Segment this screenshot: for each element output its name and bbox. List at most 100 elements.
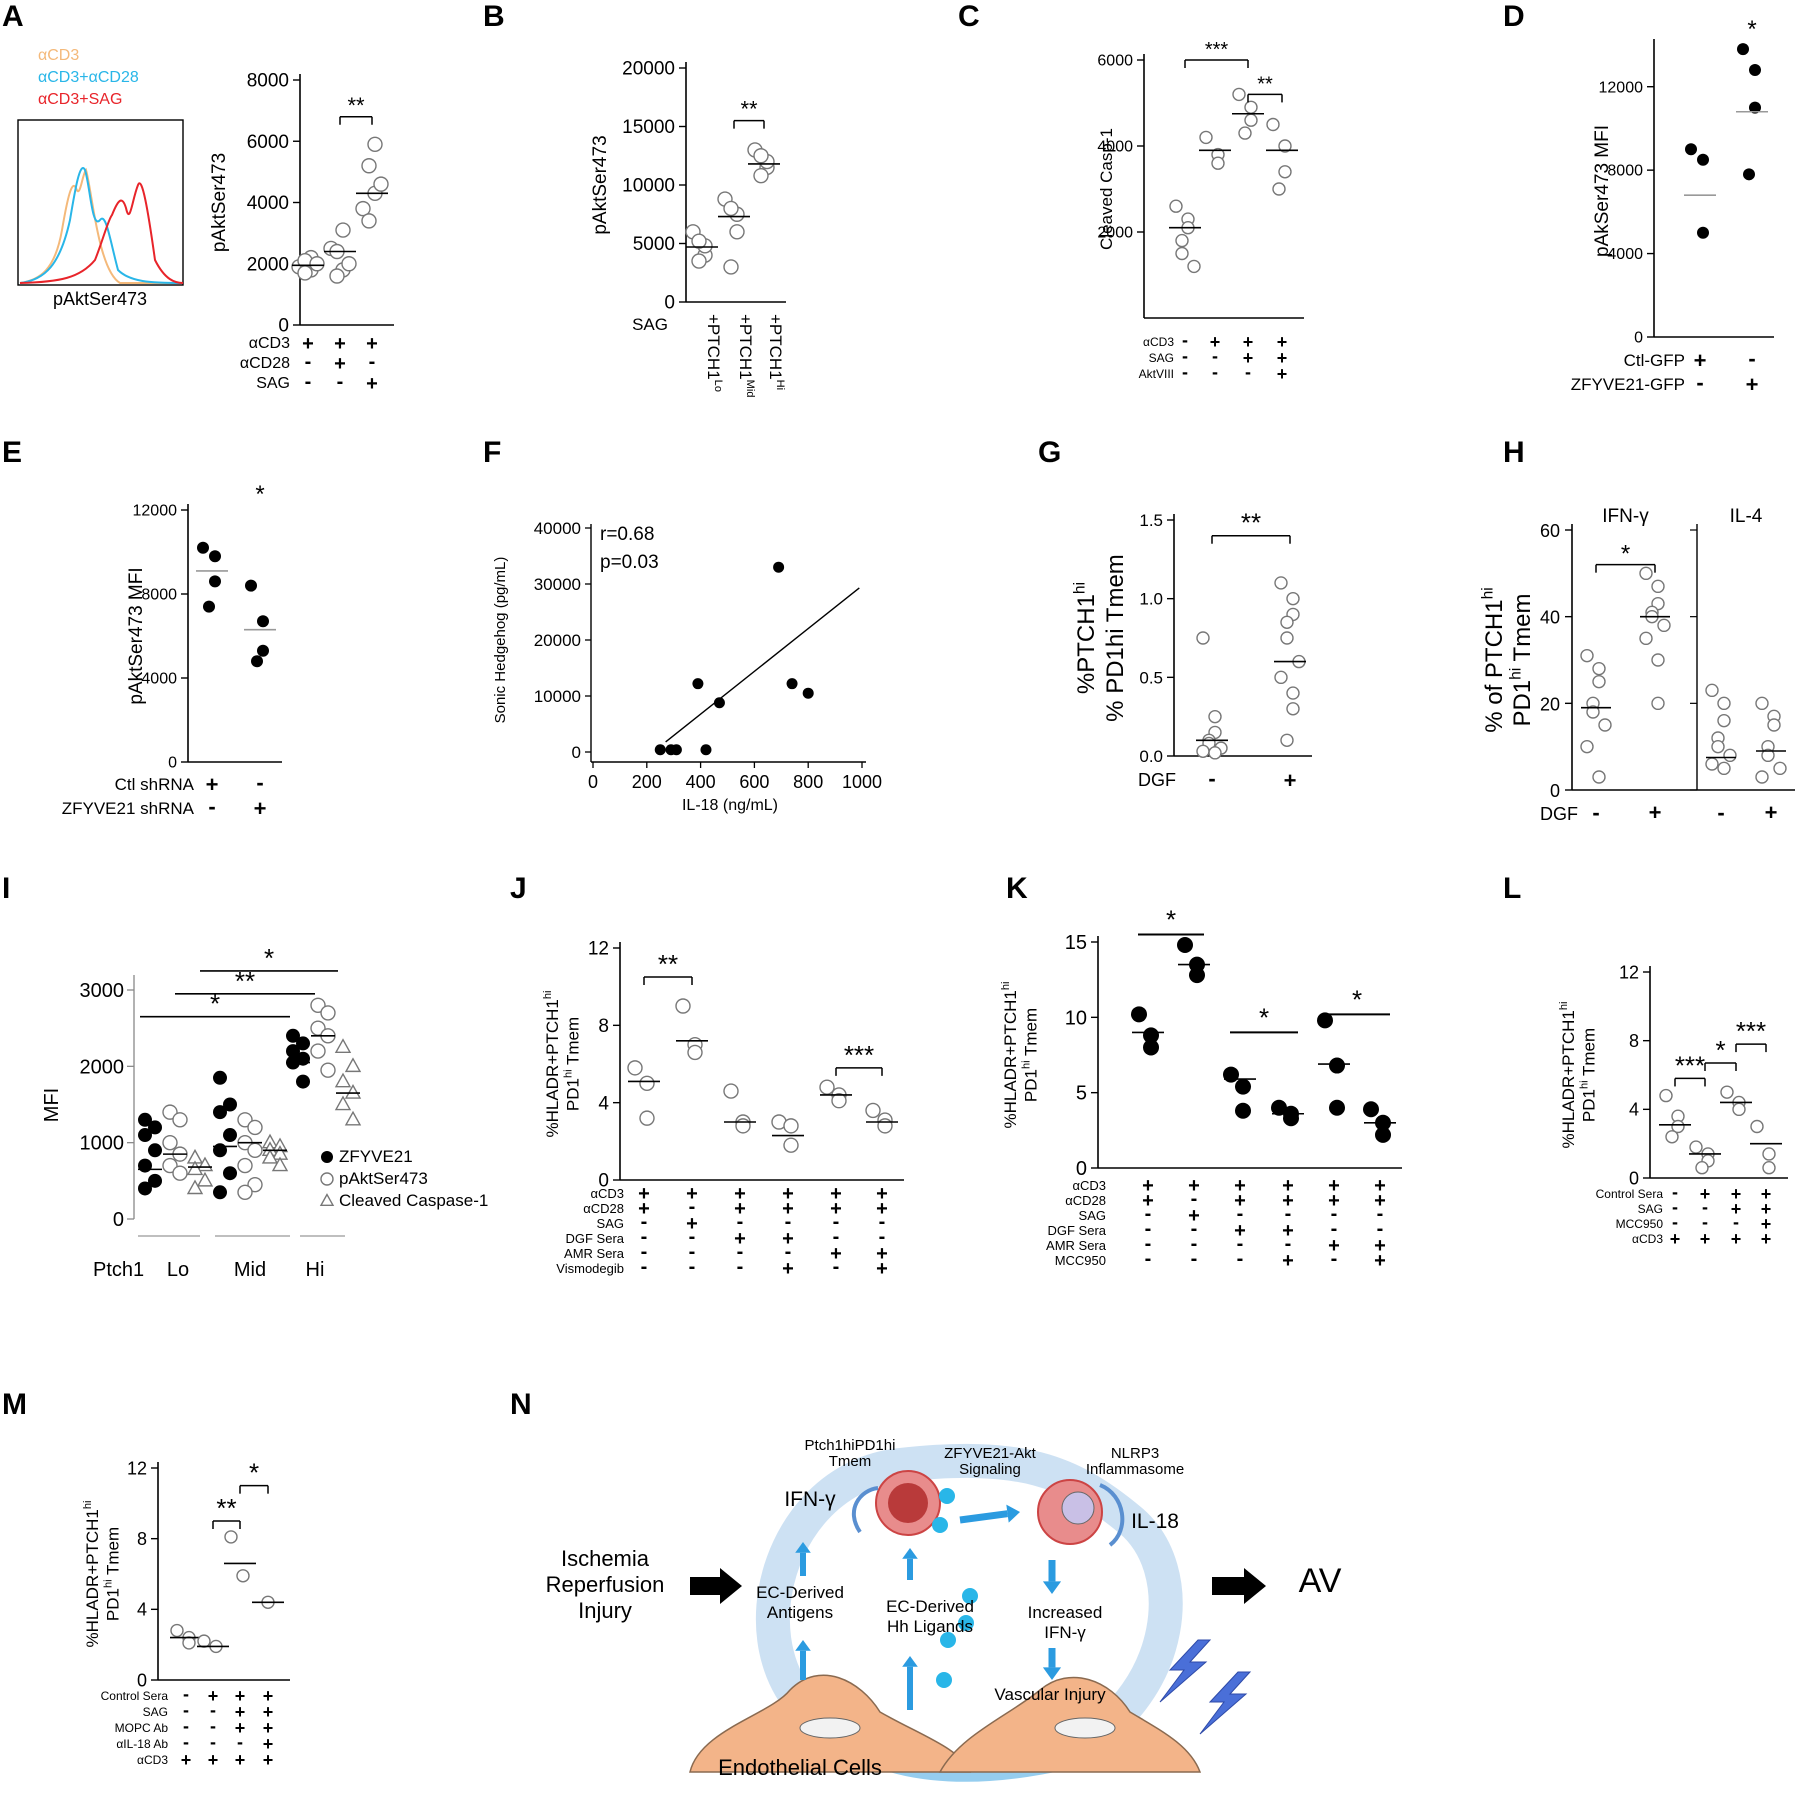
lightning-bolt-icon <box>1159 1639 1212 1703</box>
data-point-H <box>1651 579 1665 594</box>
condition-sign-M: + <box>263 1686 274 1706</box>
condition-label-L: αCD3 <box>1632 1232 1663 1246</box>
y-axis-label-top-L: %HLADR+PTCH1hi <box>1558 1001 1578 1148</box>
condition-sign-M: + <box>263 1702 274 1722</box>
data-point-H <box>1717 713 1731 728</box>
inflammasome-complex <box>1061 1491 1095 1525</box>
legend-entry-A: αCD3+αCD28 <box>38 69 139 86</box>
y-axis-label-bottom-J-rest: Tmem <box>563 1017 582 1070</box>
regression-line-F <box>665 587 860 743</box>
y-tick-label-K: 15 <box>1065 932 1087 954</box>
y-axis-label-bottom-L: PD1hi Tmem <box>1579 1028 1599 1122</box>
condition-sign-K: + <box>1142 1190 1154 1212</box>
sig-star-G: ** <box>1241 508 1261 538</box>
data-point-K <box>1235 1102 1251 1119</box>
panel-label-K: K <box>1006 872 1028 905</box>
condition-sign-K: + <box>1282 1175 1294 1197</box>
x-prefix-I: Ptch1 <box>93 1259 144 1281</box>
panel-label-G: G <box>1038 436 1061 469</box>
data-point-E <box>257 615 269 628</box>
condition-sign-A: + <box>334 353 346 375</box>
data-point-I <box>261 1148 279 1164</box>
y-tick-label-J: 8 <box>598 1016 609 1037</box>
tcell-label: Ptch1hiPD1hi <box>805 1437 896 1454</box>
data-point-F <box>670 744 682 756</box>
condition-label-L: Control Sera <box>1596 1187 1664 1201</box>
data-point-H <box>1592 770 1606 784</box>
condition-sign-M: + <box>235 1686 246 1706</box>
condition-sign-L: + <box>1731 1184 1742 1204</box>
condition-sign-J: - <box>737 1241 744 1263</box>
histogram-curve <box>19 182 184 284</box>
y-tick-label-B: 15000 <box>622 117 675 138</box>
data-point-I <box>247 1119 263 1136</box>
data-point-F <box>713 697 725 709</box>
data-point-A <box>329 268 345 284</box>
y-tick-label-L: 4 <box>1629 1100 1639 1120</box>
ec-antigens-label: EC-Derived <box>756 1583 844 1602</box>
hh-ligand-dot <box>940 1632 956 1648</box>
y-tick-label-I: 3000 <box>80 980 125 1002</box>
condition-sign-C: + <box>1210 332 1221 352</box>
data-point-K <box>1177 937 1193 954</box>
condition-label-C: SAG <box>1149 351 1174 365</box>
condition-label-H: DGF <box>1540 804 1578 824</box>
data-point-I <box>334 1038 352 1053</box>
data-point-I <box>334 1072 352 1088</box>
condition-label-D: ZFYVE21-GFP <box>1571 375 1685 394</box>
condition-sign-K: - <box>1331 1248 1338 1270</box>
sig-star-K: * <box>1352 984 1362 1014</box>
condition-label-K: αCD28 <box>1065 1193 1106 1208</box>
data-point-H <box>1773 761 1787 776</box>
condition-sign-C: - <box>1182 330 1188 350</box>
y-axis-label-bottom-G: % PD1hi Tmem <box>1102 554 1129 722</box>
condition-sign-J: + <box>876 1258 888 1280</box>
x-tick-label-F: 0 <box>588 772 598 792</box>
data-point-A <box>335 222 351 238</box>
y-tick-label-K: 0 <box>1076 1158 1087 1180</box>
panel-label-D: D <box>1503 0 1525 33</box>
data-point-F <box>654 744 666 756</box>
ec-hh-label: EC-Derived <box>886 1597 974 1616</box>
condition-sign-C: + <box>1277 332 1288 352</box>
y-axis-label-bottom-M-base: PD1 <box>103 1588 122 1621</box>
condition-sign-A: + <box>334 333 346 355</box>
condition-sign-K: + <box>1282 1190 1294 1212</box>
condition-sign-J: + <box>638 1183 650 1205</box>
data-point-I <box>286 1028 300 1043</box>
y-tick-label-F: 0 <box>572 743 581 762</box>
condition-sign-J: + <box>876 1243 888 1265</box>
condition-sign-M: + <box>263 1718 274 1738</box>
data-point-F <box>773 561 785 573</box>
stat-annotation-F: r=0.68 <box>600 524 654 545</box>
black-arrow-in <box>690 1568 742 1604</box>
data-point-K <box>1189 967 1205 984</box>
legend-entry-I: pAktSer473 <box>339 1169 428 1188</box>
data-point-I <box>148 1120 162 1135</box>
data-point-K <box>1329 1099 1345 1116</box>
data-point-I <box>223 1097 237 1112</box>
hh-ligand-dot <box>932 1517 948 1533</box>
data-point-K <box>1329 1057 1345 1074</box>
group-label-B: +PTCH1Hi <box>766 314 786 390</box>
y-axis-label-top-L-base: %HLADR+PTCH1 <box>1559 1010 1578 1148</box>
y-axis-label-I: MFI <box>41 1088 63 1122</box>
data-point-G <box>1280 631 1294 645</box>
y-tick-label-K: 5 <box>1076 1083 1087 1105</box>
condition-sign-J: - <box>689 1241 696 1263</box>
x-tick-label-F: 1000 <box>842 772 882 792</box>
y-tick-label-C: 4000 <box>1097 139 1133 156</box>
group-label-B-base: +PTCH1 <box>736 314 755 380</box>
condition-sign-C: + <box>1243 348 1254 368</box>
data-point-H <box>1580 648 1594 663</box>
histogram-frame <box>17 119 184 286</box>
condition-sign-M: + <box>181 1750 192 1770</box>
condition-sign-J: - <box>689 1226 696 1248</box>
condition-sign-J: + <box>782 1258 794 1280</box>
data-point-G <box>1280 615 1294 629</box>
y-axis-label-bottom-H: PD1hi Tmem <box>1507 593 1536 726</box>
condition-label-M: αIL-18 Ab <box>116 1737 168 1751</box>
data-point-G <box>1208 746 1222 760</box>
